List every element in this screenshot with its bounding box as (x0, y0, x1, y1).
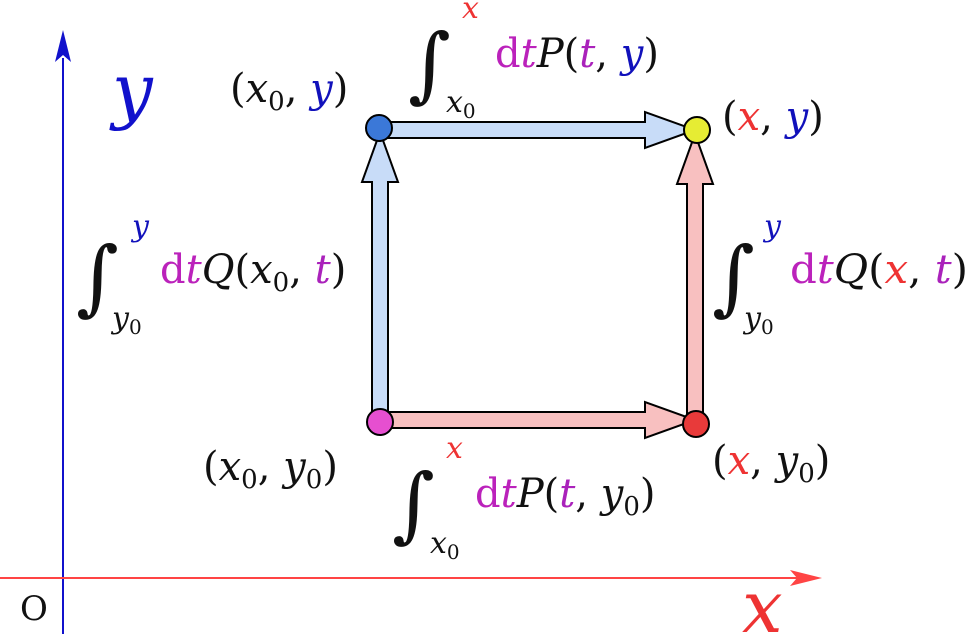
integrand: dtQ(x0, t) (160, 247, 346, 298)
x-axis (0, 570, 822, 586)
arrow-bottom-horizontal (379, 400, 698, 440)
integral-right: ∫ y y0 dtQ(x, t) (712, 209, 968, 339)
point-bottom-right (682, 410, 710, 438)
integrand: dtP(t, y) (495, 31, 659, 77)
integrand: dtQ(x, t) (790, 247, 968, 293)
y-axis-label: y (109, 48, 154, 132)
point-top-left (365, 114, 393, 142)
integral-sign: ∫ (408, 17, 451, 112)
label-bottom-right: (x, y0) (712, 438, 830, 489)
point-bottom-left (366, 408, 394, 436)
integral-top: ∫ x x0 dtP(t, y) (408, 0, 659, 123)
integrand: dtP(t, y0) (475, 471, 656, 522)
arrow-top-horizontal (379, 110, 698, 150)
origin-label: O (20, 589, 48, 629)
integral-sign: ∫ (76, 230, 119, 325)
integral-upper-limit: y (762, 209, 782, 244)
y-axis (55, 30, 71, 634)
arrow-right-vertical (675, 131, 715, 421)
integral-lower-limit: x0 (430, 526, 460, 564)
integral-left: ∫ y y0 dtQ(x0, t) (76, 209, 346, 339)
label-top-left: (x0, y) (230, 66, 348, 117)
integral-sign: ∫ (712, 230, 755, 325)
label-top-right: (x, y) (722, 94, 824, 140)
integral-sign: ∫ (392, 457, 435, 552)
integral-lower-limit: y0 (110, 301, 142, 339)
integral-lower-limit: x0 (446, 85, 476, 123)
label-bottom-left: (x0, y0) (203, 444, 338, 495)
integral-bottom: ∫ x x0 dtP(t, y0) (392, 431, 656, 564)
arrow-left-vertical (360, 129, 400, 421)
integral-lower-limit: y0 (742, 301, 774, 339)
integral-upper-limit: x (462, 0, 479, 26)
x-axis-label: x (742, 565, 783, 637)
point-top-right (683, 116, 711, 144)
integral-upper-limit: x (446, 431, 463, 466)
integral-upper-limit: y (130, 209, 150, 244)
